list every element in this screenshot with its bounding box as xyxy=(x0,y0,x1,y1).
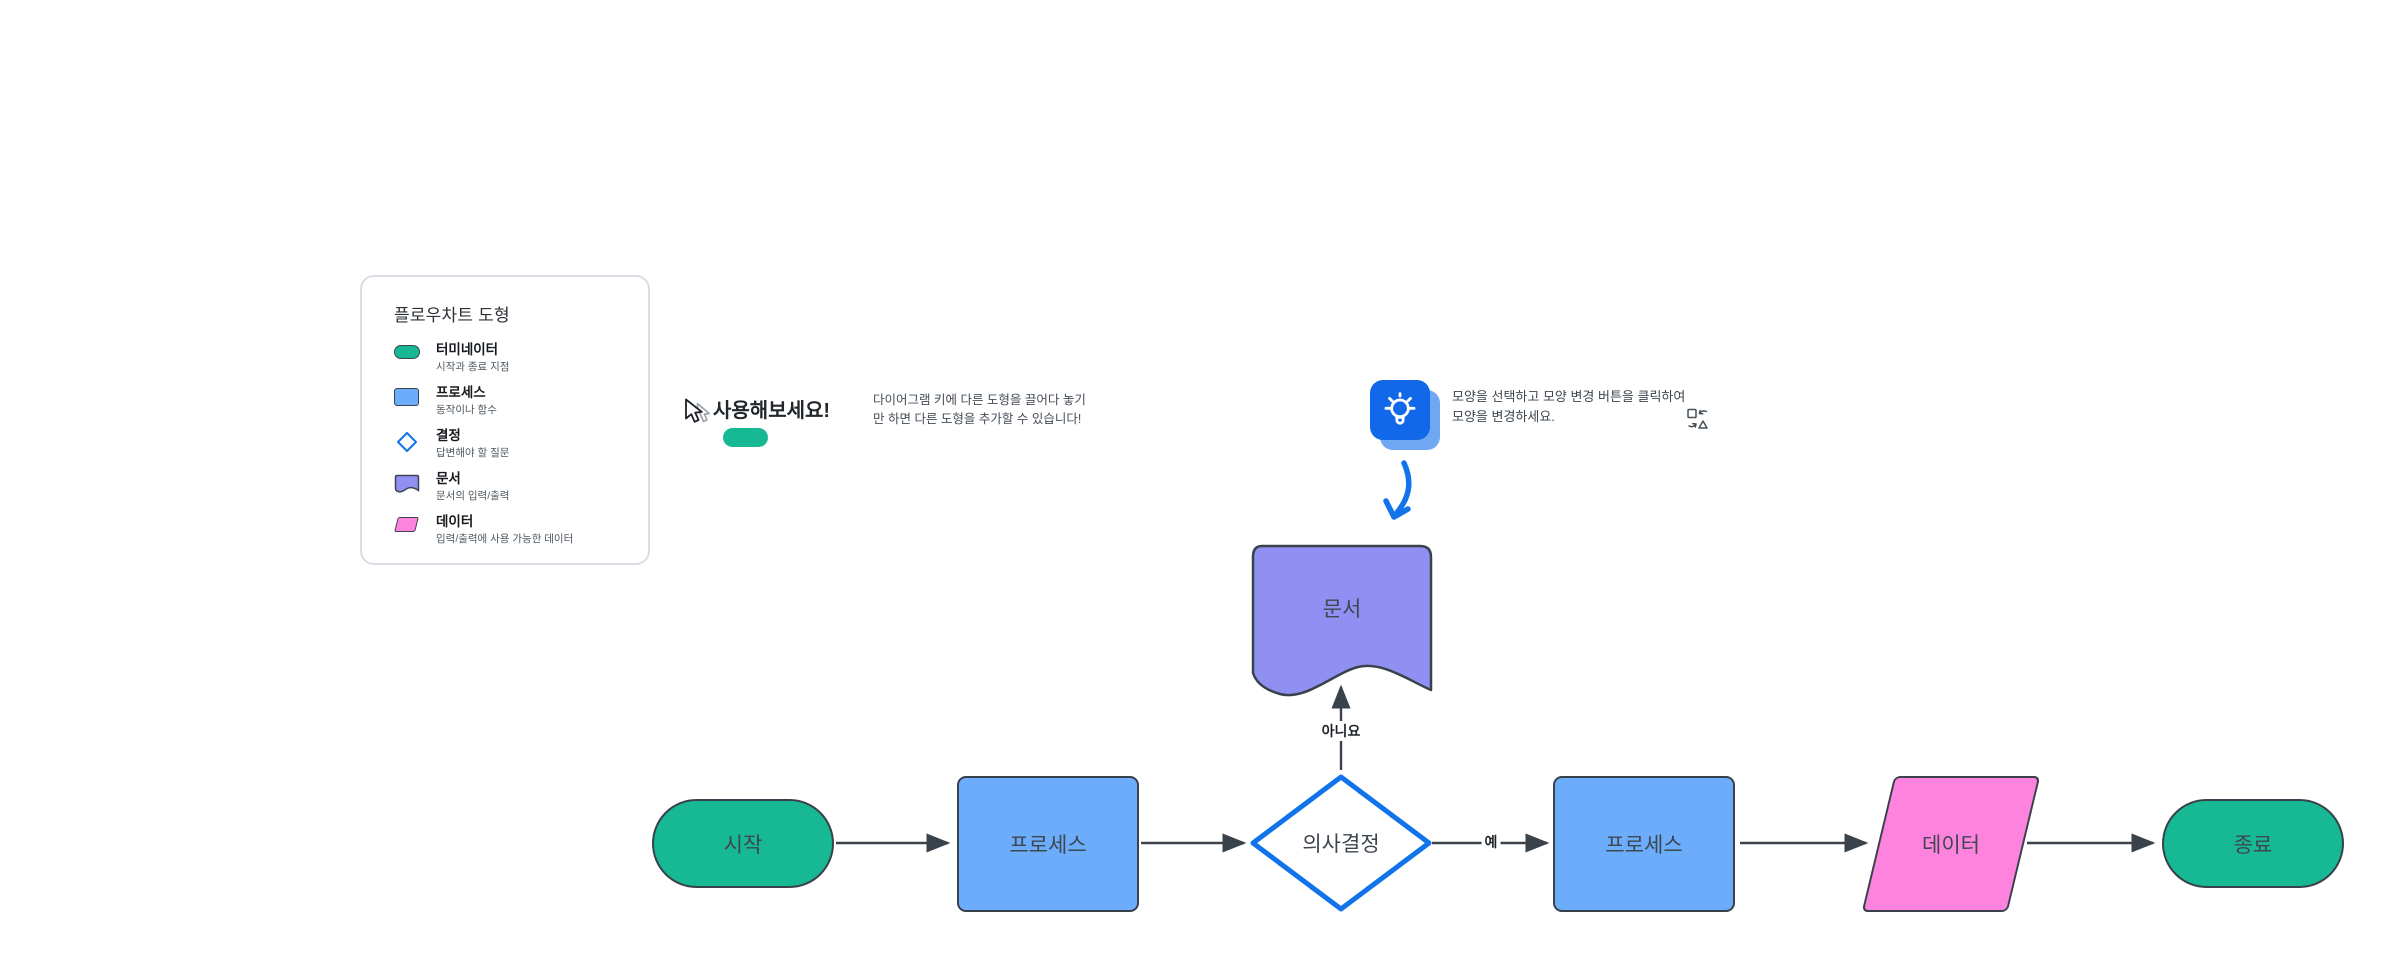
legend-item-description: 시작과 종료 지점 xyxy=(436,361,510,373)
legend-item-decision[interactable]: 결정 답변해야 할 질문 xyxy=(362,428,648,471)
node-label: 종료 xyxy=(2233,833,2273,857)
node-end[interactable]: 종료 xyxy=(2162,799,2344,888)
node-decision[interactable] xyxy=(1248,772,1434,914)
legend-item-description: 답변해야 할 질문 xyxy=(436,447,510,459)
node-start[interactable]: 시작 xyxy=(652,799,834,888)
tip-text: 모양을 선택하고 모양 변경 버튼을 클릭하여 모양을 변경하세요. xyxy=(1452,389,1686,424)
legend-item-data[interactable]: 데이터 입력/출력에 사용 가능한 데이터 xyxy=(362,514,648,557)
legend-item-description: 입력/출력에 사용 가능한 데이터 xyxy=(436,533,574,545)
node-document[interactable] xyxy=(1250,543,1434,701)
legend-item-document[interactable]: 문서 문서의 입력/출력 xyxy=(362,471,648,514)
lightbulb-icon xyxy=(1370,380,1430,440)
legend-item-label: 프로세스 xyxy=(436,385,486,400)
try-it-title: 사용해보세요! xyxy=(713,400,831,422)
sample-terminator-shape[interactable] xyxy=(723,428,768,447)
node-label: 시작 xyxy=(723,833,763,857)
legend-panel: 플로우차트 도형 터미네이터 시작과 종료 지점 프로세스 동작이나 함수 결정… xyxy=(360,275,650,565)
node-process-2[interactable]: 프로세스 xyxy=(1553,776,1735,912)
node-data[interactable]: 데이터 xyxy=(1861,776,2041,912)
cursor-icon xyxy=(684,398,720,436)
try-it-description: 다이어그램 키에 다른 도형을 끌어다 놓기만 하면 다른 도형을 추가할 수 … xyxy=(873,393,1086,426)
data-icon xyxy=(393,517,420,532)
node-label: 프로세스 xyxy=(1605,834,1683,857)
process-icon xyxy=(393,388,420,406)
legend-item-label: 결정 xyxy=(436,428,461,443)
node-process-1[interactable]: 프로세스 xyxy=(957,776,1139,912)
legend-item-description: 문서의 입력/출력 xyxy=(436,490,510,502)
node-label: 데이터 xyxy=(1922,834,1980,857)
change-shape-icon xyxy=(1686,407,1710,431)
legend-item-label: 데이터 xyxy=(436,514,474,529)
legend-item-terminator[interactable]: 터미네이터 시작과 종료 지점 xyxy=(362,342,648,385)
legend-item-description: 동작이나 함수 xyxy=(436,404,497,416)
node-label: 프로세스 xyxy=(1009,834,1087,857)
legend-item-process[interactable]: 프로세스 동작이나 함수 xyxy=(362,385,648,428)
decision-icon xyxy=(393,431,420,453)
legend-item-label: 터미네이터 xyxy=(436,342,499,357)
terminator-icon xyxy=(393,345,420,359)
document-icon xyxy=(393,474,420,494)
no-edge-label[interactable]: 아니요 xyxy=(1318,721,1364,741)
legend-title: 플로우차트 도형 xyxy=(394,306,510,325)
yes-edge-label[interactable]: 예 xyxy=(1481,832,1501,852)
legend-item-label: 문서 xyxy=(436,471,461,486)
